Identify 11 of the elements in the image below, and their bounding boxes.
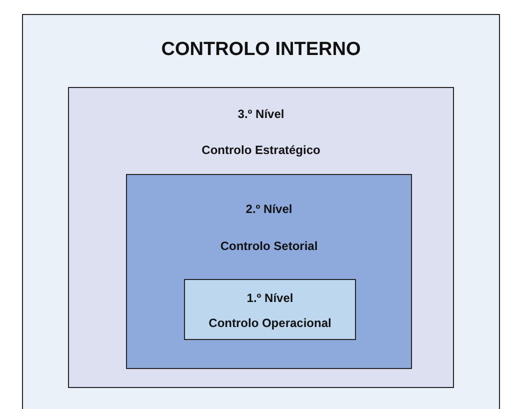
level-name: Controlo Setorial [220, 239, 318, 253]
level-number: 2.º Nível [246, 202, 292, 216]
level-name: Controlo Operacional [208, 316, 332, 330]
panel-heading: CONTROLO INTERNO [161, 39, 361, 61]
level-number: 1.º Nível [246, 291, 294, 305]
level-name: Controlo Estratégico [202, 143, 320, 157]
level-box [184, 279, 356, 340]
level-number: 3.º Nível [238, 107, 284, 121]
level-box [68, 87, 454, 388]
level-box [126, 174, 412, 369]
frame-panel [22, 14, 500, 409]
